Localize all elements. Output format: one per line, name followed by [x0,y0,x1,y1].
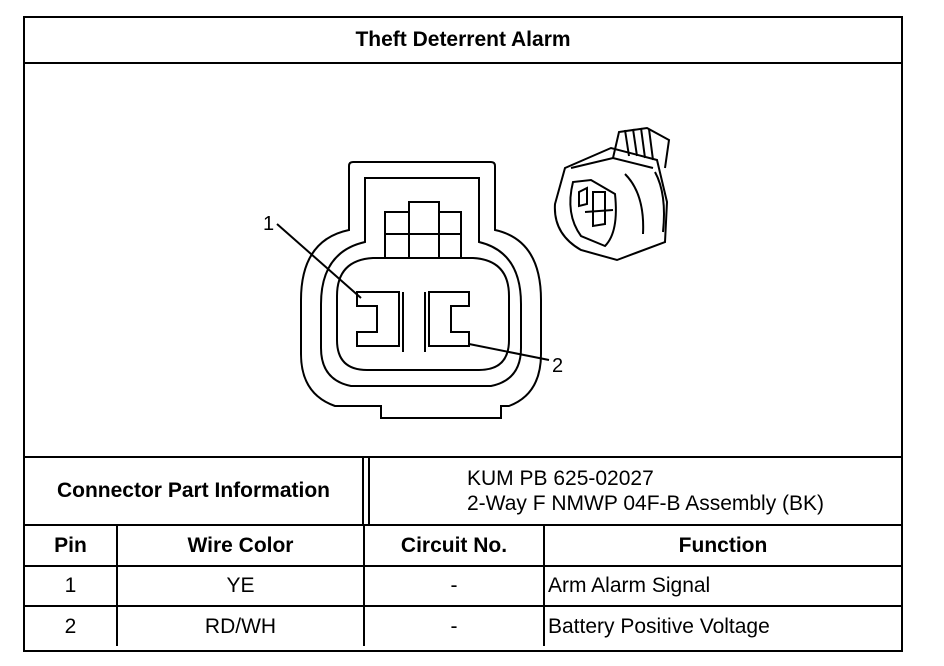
connector-3d-view [553,126,671,262]
part-description: 2-Way F NMWP 04F-B Assembly (BK) [467,492,825,515]
sheet-title: Theft Deterrent Alarm [25,18,901,64]
cell-pin: 2 [25,605,118,646]
table-row: 1 YE - Arm Alarm Signal [25,565,901,607]
connector-outer-shell [300,161,542,419]
cell-pin: 1 [25,565,118,607]
connector-inner-shell [320,177,522,387]
pin-table-header: Pin Wire Color Circuit No. Function [25,526,901,567]
part-number: KUM PB 625-02027 [467,467,654,490]
cell-function: Battery Positive Voltage [543,605,901,646]
header-wire-color: Wire Color [116,526,365,567]
connector-drawing: 1 2 [263,126,671,419]
info-divider [364,458,370,524]
header-function: Function [543,526,901,567]
connector-diagram: 1 2 [25,64,901,456]
table-row: 2 RD/WH - Battery Positive Voltage [25,605,901,646]
callout-1-leader [276,223,362,299]
cell-wire-color: RD/WH [116,605,365,646]
cell-function: Arm Alarm Signal [543,565,901,607]
pin-table: Pin Wire Color Circuit No. Function 1 YE… [25,526,901,646]
connector-part-info-row: Connector Part Information KUM PB 625-02… [25,456,901,526]
callout-2-leader [468,343,550,361]
callout-1-label: 1 [263,213,274,235]
pin-2-terminal [428,291,470,347]
header-pin: Pin [25,526,118,567]
connector-part-info-label: Connector Part Information [25,458,364,524]
pin-1-terminal [356,291,400,347]
connector-sheet: Theft Deterrent Alarm [23,16,903,652]
cell-circuit: - [363,565,545,607]
cell-circuit: - [363,605,545,646]
locking-latch [384,201,462,258]
header-circuit: Circuit No. [363,526,545,567]
terminal-cavity [336,257,510,371]
cell-wire-color: YE [116,565,365,607]
callout-2-label: 2 [552,355,563,377]
connector-part-info-value: KUM PB 625-02027 2-Way F NMWP 04F-B Asse… [370,458,901,524]
